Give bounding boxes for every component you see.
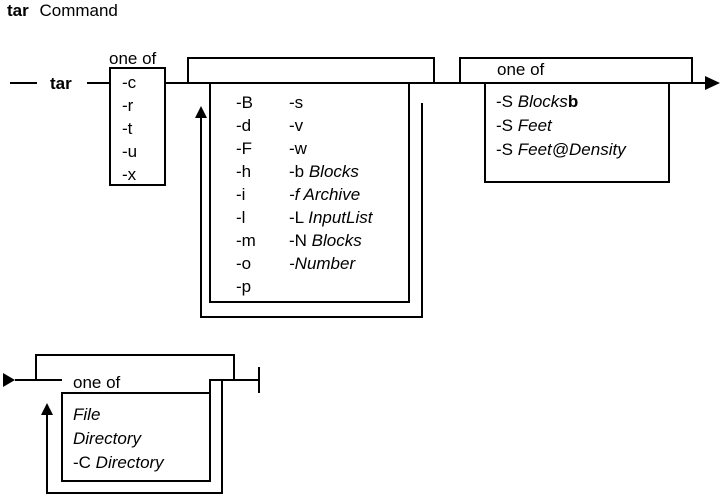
- group2-flag: -m: [236, 231, 256, 250]
- group2-flag: -B: [236, 93, 253, 112]
- group1-items: -c -r -t -u -x: [122, 73, 137, 184]
- option-flag: -S: [496, 116, 518, 135]
- option-flag: -L: [289, 208, 308, 227]
- option-flag: -S: [496, 92, 518, 111]
- option-arg: -f Archive: [289, 185, 360, 204]
- continuation-arrow-icon: [3, 373, 15, 387]
- group1-item: -x: [122, 165, 137, 184]
- group4-option: -C Directory: [73, 453, 165, 472]
- group2-option: -N Blocks: [289, 231, 362, 250]
- group2-option: -v: [289, 116, 304, 135]
- group1-box: [109, 67, 166, 186]
- option-flag: -s: [289, 93, 303, 112]
- group3-option: -S Blocksb: [496, 92, 578, 111]
- group2-flag: -l: [236, 208, 245, 227]
- group2-flag: -F: [236, 139, 252, 158]
- group2-box: [209, 82, 410, 303]
- repeat-arrow-icon: [41, 403, 53, 415]
- group4-repeat-loop: [46, 380, 223, 494]
- group2-col2: -s -v -w -b Blocks -f Archive -L InputLi…: [289, 93, 374, 273]
- group4-connector: [209, 379, 234, 393]
- group3-option: -S Feet@Density: [496, 140, 627, 159]
- group2-repeat-loop: [200, 103, 423, 318]
- group2-top-bracket: [187, 57, 435, 83]
- group2-option: -w: [289, 139, 308, 158]
- command-name: tar: [50, 74, 72, 93]
- group2-col1: -B -d -F -h -i -l -m -o -p: [236, 93, 256, 296]
- option-arg: Blocks: [518, 92, 569, 111]
- group2-flag: -h: [236, 162, 251, 181]
- group1-item: -u: [122, 142, 137, 161]
- option-flag: -N: [289, 231, 312, 250]
- group2-flag: -d: [236, 116, 251, 135]
- option-arg: Directory: [73, 429, 143, 448]
- group1-item: -t: [122, 119, 133, 138]
- group4-items: File Directory -C Directory: [73, 405, 165, 472]
- option-flag: -w: [289, 139, 308, 158]
- option-arg: Blocks: [309, 162, 360, 181]
- continue-arrow-icon: [705, 76, 720, 90]
- group3-header: one of: [497, 60, 545, 79]
- group4-top-bracket: [35, 354, 235, 380]
- option-arg: Feet: [518, 116, 553, 135]
- option-arg: File: [73, 405, 100, 424]
- option-arg: Blocks: [312, 231, 363, 250]
- group1-item: -r: [122, 96, 134, 115]
- option-arg: Directory: [96, 453, 166, 472]
- group3-option: -S Feet: [496, 116, 553, 135]
- group1-item: -c: [122, 73, 137, 92]
- repeat-arrow-icon: [195, 106, 207, 118]
- group4-option: Directory: [73, 429, 143, 448]
- group1-header: one of: [109, 49, 157, 68]
- option-flag: -b: [289, 162, 309, 181]
- group2-option: -L InputList: [289, 208, 374, 227]
- group2-flag: -i: [236, 185, 245, 204]
- group2-flag: -o: [236, 254, 251, 273]
- group3-box: [484, 82, 670, 183]
- option-arg: Feet@Density: [518, 140, 627, 159]
- option-flag: -C: [73, 453, 96, 472]
- group3-top-bracket: [459, 57, 693, 83]
- group4-header: one of: [73, 373, 121, 392]
- group2-option: -Number: [289, 254, 356, 273]
- title-rest: Command: [39, 1, 117, 20]
- group2-flag: -p: [236, 277, 251, 296]
- option-arg: InputList: [308, 208, 374, 227]
- group4-box: [61, 392, 211, 482]
- group3-items: -S Blocksb -S Feet -S Feet@Density: [496, 92, 627, 159]
- group2-option: -f Archive: [289, 185, 360, 204]
- option-flag: -S: [496, 140, 518, 159]
- option-flag: -v: [289, 116, 304, 135]
- page-title: tar Command: [7, 1, 118, 20]
- group2-option: -b Blocks: [289, 162, 359, 181]
- option-suffix: b: [568, 92, 578, 111]
- group4-option: File: [73, 405, 100, 424]
- title-command: tar: [7, 1, 29, 20]
- group2-option: -s: [289, 93, 303, 112]
- option-arg: -Number: [289, 254, 356, 273]
